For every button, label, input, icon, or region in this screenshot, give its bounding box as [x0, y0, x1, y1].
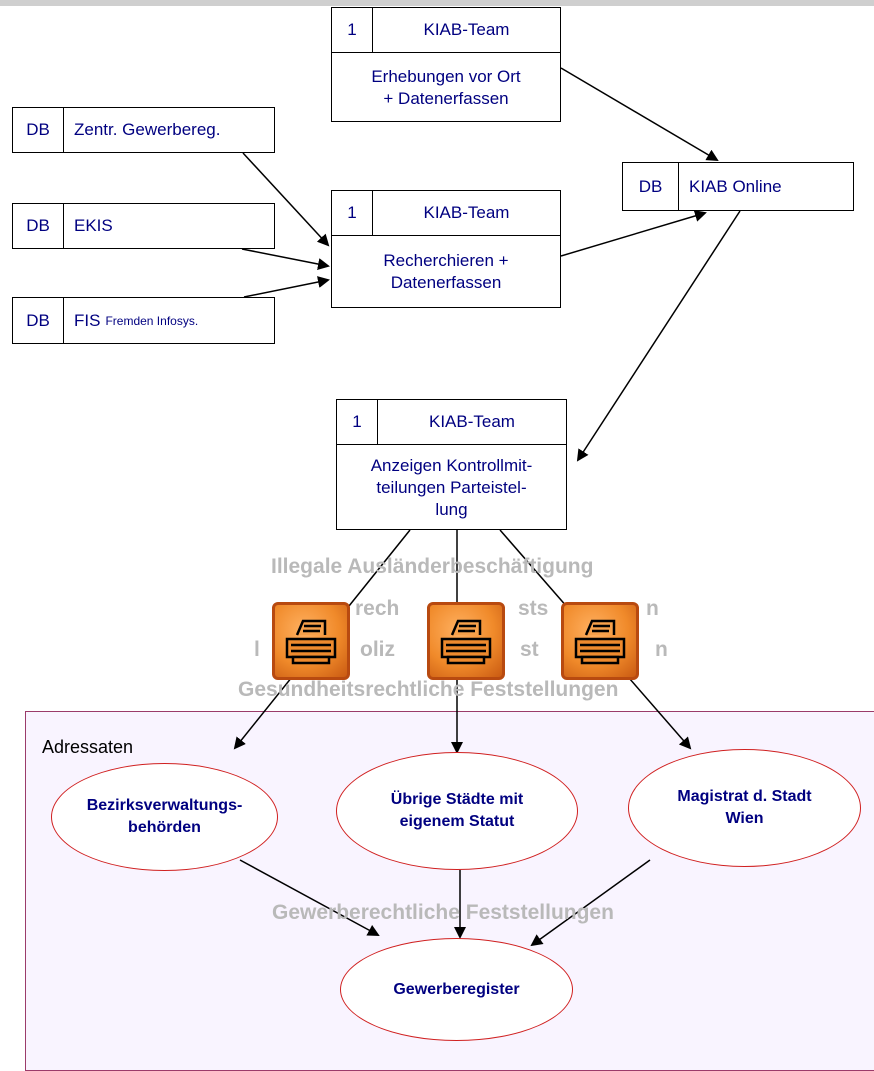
box-text-line: lung	[435, 499, 468, 519]
db-ekis[interactable]: DB EKIS	[12, 203, 275, 249]
box-team: KIAB-Team	[423, 203, 510, 222]
arrow-bezirk-to-gewerbe	[239, 859, 380, 936]
overlay-fragment: sts	[518, 597, 549, 620]
region-title: Adressaten	[42, 737, 134, 757]
overlay-fragment: st	[520, 638, 539, 661]
arrow-erhebungen-to-kiab	[560, 67, 719, 162]
box-text-line: Recherchieren +	[383, 251, 509, 270]
db-fis[interactable]: DB FIS Fremden Infosys.	[12, 297, 275, 344]
box-text-line: teilungen Parteistel-	[376, 477, 527, 497]
box-text-line: + Datenerfassen	[383, 88, 509, 108]
arrow-kiab-to-anzeigen	[576, 210, 741, 462]
process-box-erhebungen[interactable]: 1 KIAB-Team Erhebungen vor Ort + Datener…	[331, 7, 561, 122]
db-subtitle: Fremden Infosys.	[105, 313, 199, 328]
box-text-line: Anzeigen Kontrollmit-	[370, 455, 533, 475]
overlay-gesundheit: Gesundheitsrechtliche Feststellungen	[238, 678, 619, 701]
top-bar	[0, 0, 874, 6]
arrow-fis-to-recherchieren	[243, 276, 330, 298]
ellipse-label-line: Magistrat d. Stadt	[677, 788, 812, 805]
db-name-container: FIS Fremden Infosys.	[64, 298, 274, 343]
printer-icon-graphic	[574, 619, 626, 665]
ellipse-label: Gewerberegister	[393, 980, 520, 998]
box-team: KIAB-Team	[429, 412, 515, 431]
ellipse-label-line: Bezirksverwaltungs-	[86, 797, 243, 814]
ellipse-label-line: Übrige Städte mit	[390, 791, 524, 808]
db-tag: DB	[13, 298, 64, 343]
printer-icon[interactable]	[427, 602, 505, 680]
ellipse-uebrige-staedte[interactable]: Übrige Städte mit eigenem Statut	[336, 752, 578, 870]
ellipse-label-line: Wien	[725, 810, 764, 827]
overlay-fragment: n	[646, 597, 659, 620]
ellipse-bezirksverwaltung[interactable]: Bezirksverwaltungs- behörden	[51, 763, 278, 871]
db-tag: DB	[13, 204, 64, 248]
db-zentr-gewerbereg[interactable]: DB Zentr. Gewerbereg.	[12, 107, 275, 153]
process-box-anzeigen[interactable]: 1 KIAB-Team Anzeigen Kontrollmit- teilun…	[336, 399, 567, 530]
db-kiab-online[interactable]: DB KIAB Online	[622, 162, 854, 211]
ellipse-label: Bezirksverwaltungs- behörden	[87, 795, 243, 839]
overlay-fragment: n	[655, 638, 668, 661]
overlay-fragment: rech	[355, 597, 400, 620]
arrow-recherchieren-to-kiab	[560, 210, 707, 257]
db-name: FIS	[74, 310, 101, 330]
ellipse-label: Übrige Städte mit eigenem Statut	[391, 789, 523, 833]
box-number: 1	[337, 400, 378, 444]
arrow-magistrat-to-gewerbe	[530, 859, 651, 947]
ellipse-magistrat-wien[interactable]: Magistrat d. Stadt Wien	[628, 749, 861, 867]
db-name: Zentr. Gewerbereg.	[74, 120, 221, 139]
db-name: EKIS	[74, 216, 113, 235]
box-number: 1	[332, 8, 373, 52]
db-tag: DB	[623, 163, 679, 210]
ellipse-label: Magistrat d. Stadt Wien	[677, 786, 811, 830]
db-tag: DB	[13, 108, 64, 152]
printer-icon-graphic	[285, 619, 337, 665]
arrow-ekis-to-recherchieren	[241, 248, 330, 270]
process-box-recherchieren[interactable]: 1 KIAB-Team Recherchieren + Datenerfasse…	[331, 190, 561, 308]
overlay-fragment: oliz	[360, 638, 395, 661]
overlay-gewerberecht: Gewerberechtliche Feststellungen	[272, 901, 614, 924]
ellipse-label-line: behörden	[128, 819, 201, 836]
printer-icon-graphic	[440, 619, 492, 665]
ellipse-gewerberegister[interactable]: Gewerberegister	[340, 938, 573, 1041]
box-team: KIAB-Team	[423, 20, 510, 39]
printer-icon[interactable]	[561, 602, 639, 680]
ellipse-label-line: eigenem Statut	[399, 813, 515, 830]
arrow-gewerbereg-to-recherchieren	[242, 152, 330, 247]
box-number: 1	[332, 191, 373, 235]
overlay-fragment: l	[254, 638, 260, 661]
overlay-illegale: Illegale Ausländerbeschäftigung	[271, 555, 594, 578]
printer-icon[interactable]	[272, 602, 350, 680]
db-name: KIAB Online	[689, 176, 782, 196]
box-text-line: Erhebungen vor Ort	[371, 66, 521, 86]
box-text-line: Datenerfassen	[390, 273, 502, 292]
